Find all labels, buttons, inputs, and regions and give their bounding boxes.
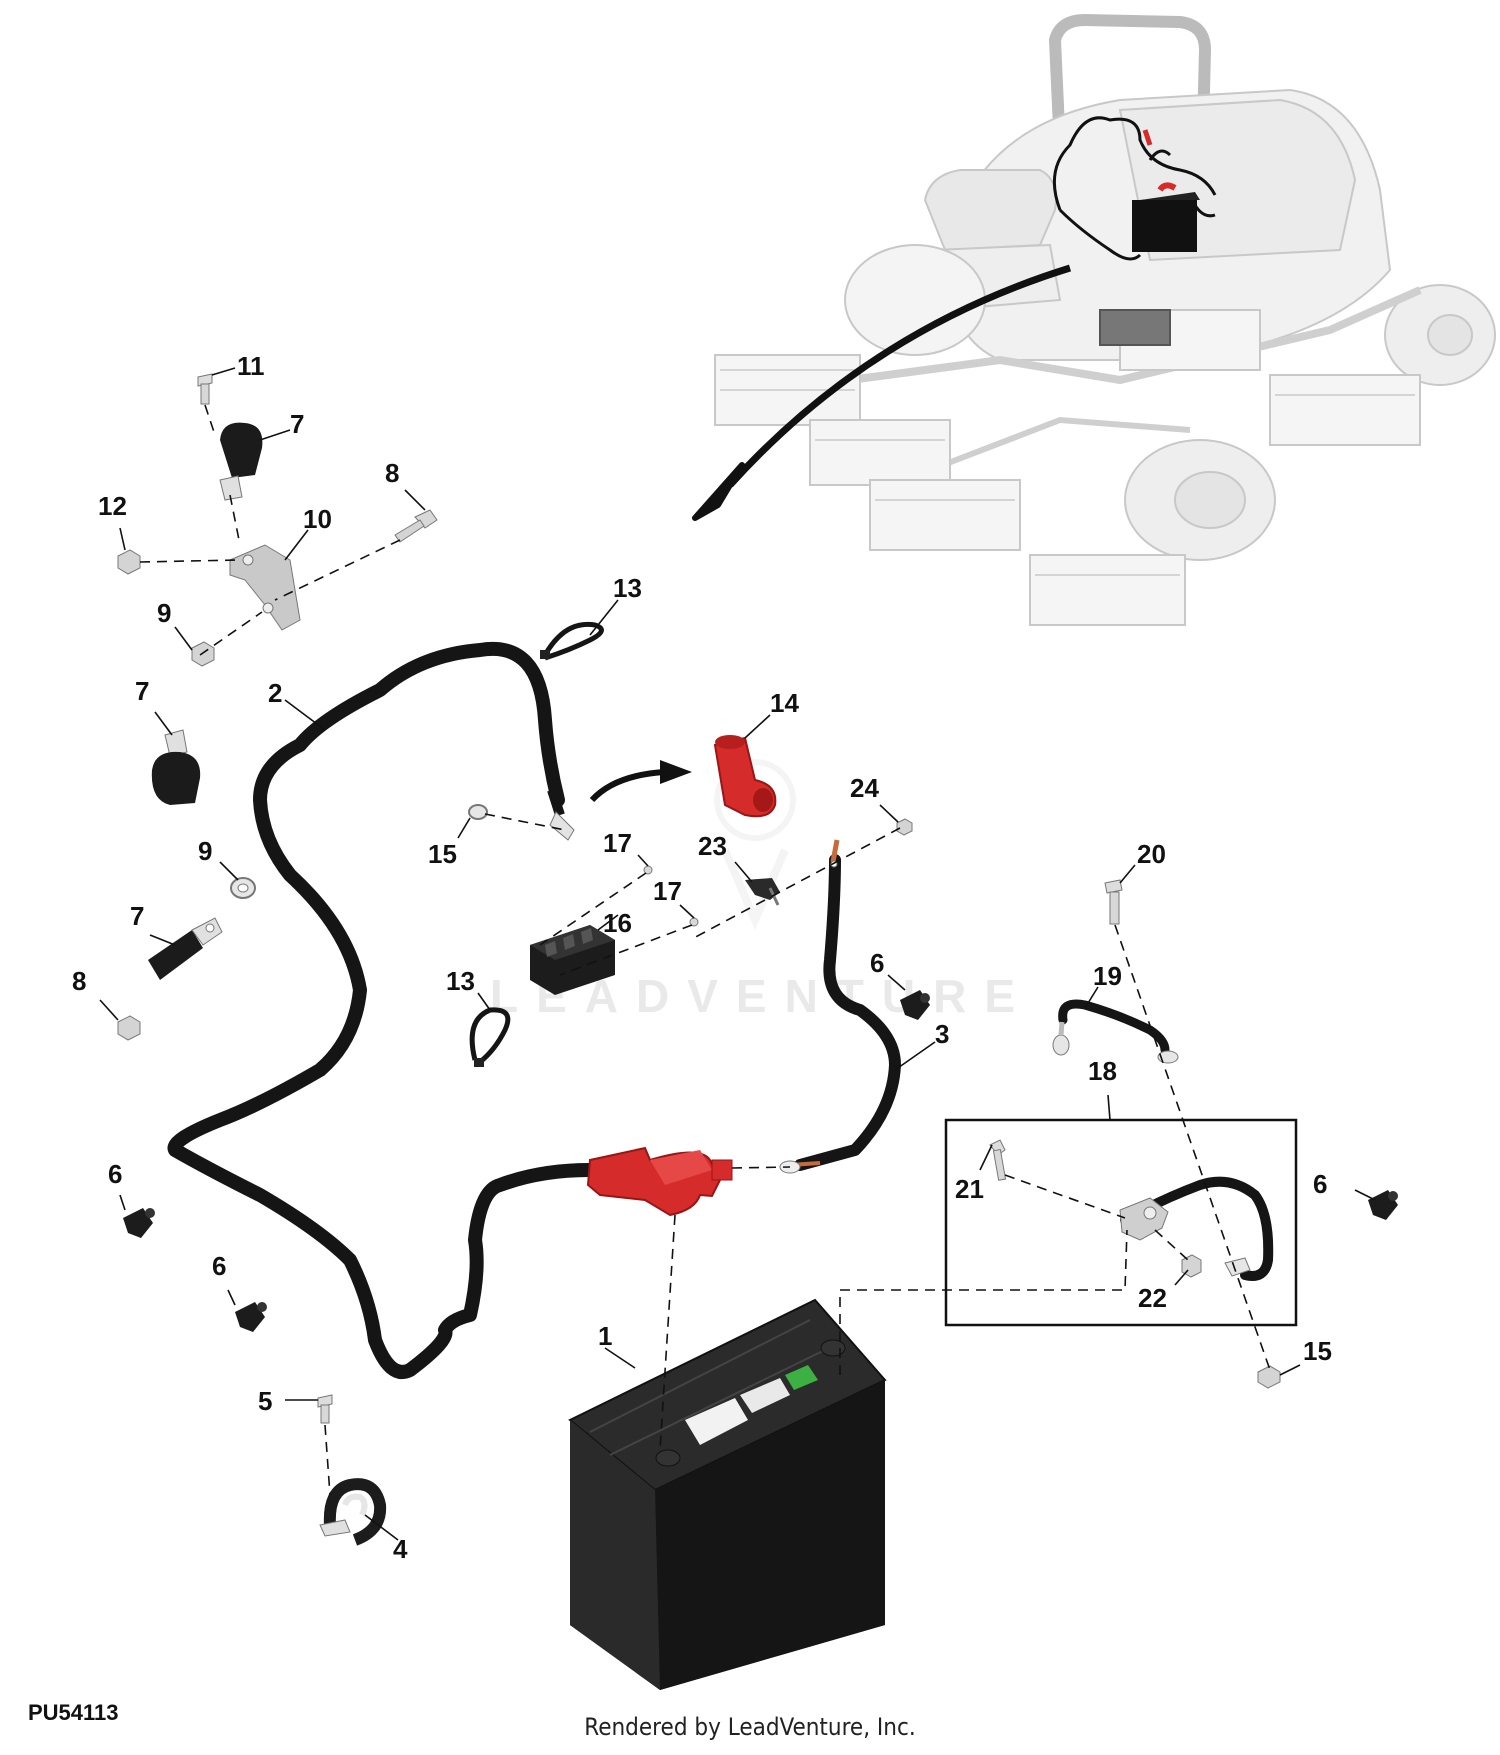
callout-22: 22 xyxy=(1138,1283,1167,1313)
callout-11: 11 xyxy=(237,351,265,381)
battery-part xyxy=(568,1298,887,1690)
clamp-7a-part xyxy=(219,422,263,501)
callout-24: 24 xyxy=(850,773,879,803)
callout-21: 21 xyxy=(955,1174,984,1204)
callout-17b: 17 xyxy=(653,876,682,906)
kit-18-frame xyxy=(944,1118,1298,1327)
negative-cable-part xyxy=(167,641,597,1379)
callout-8a: 8 xyxy=(385,458,399,488)
machine-overview xyxy=(714,13,1496,626)
callout-7c: 7 xyxy=(130,901,144,931)
washer-9b-part xyxy=(230,877,256,899)
bracket-10-part xyxy=(229,544,301,631)
terminal-boot-14-part xyxy=(713,735,777,818)
positive-cable-part xyxy=(586,839,901,1217)
render-credit: Rendered by LeadVenture, Inc. xyxy=(584,1713,916,1741)
washer-15a-part xyxy=(468,804,488,820)
callout-13a: 13 xyxy=(613,573,642,603)
install-arrow xyxy=(589,760,692,803)
location-arrow xyxy=(692,264,1072,521)
callout-20: 20 xyxy=(1137,839,1166,869)
tie-13a-part xyxy=(540,621,604,661)
callout-6d: 6 xyxy=(1313,1169,1327,1199)
bolt-5-part xyxy=(317,1394,333,1424)
callout-14: 14 xyxy=(770,688,799,718)
callout-9b: 9 xyxy=(198,836,212,866)
clip-6c-part xyxy=(235,1302,267,1332)
callout-8b: 8 xyxy=(72,966,86,996)
callout-5: 5 xyxy=(258,1386,272,1416)
callout-18: 18 xyxy=(1088,1056,1117,1086)
callout-6b: 6 xyxy=(108,1159,122,1189)
callout-7a: 7 xyxy=(290,409,304,439)
tie-13b-part xyxy=(469,1007,511,1067)
machine-harness-highlight xyxy=(1052,116,1217,261)
negative-clamp-kit-18 xyxy=(944,1118,1298,1327)
clamp-4-part xyxy=(319,1478,387,1546)
nut-12-part xyxy=(117,549,141,575)
nut-8b-part xyxy=(117,1015,141,1041)
callout-9a: 9 xyxy=(157,598,171,628)
callout-23: 23 xyxy=(698,831,727,861)
clip-6b-part xyxy=(123,1208,155,1238)
callout-15b: 15 xyxy=(1303,1336,1332,1366)
callout-1: 1 xyxy=(598,1321,612,1351)
fuse-block-16-part xyxy=(530,925,615,995)
callout-19: 19 xyxy=(1093,961,1122,991)
clamp-7b-part xyxy=(151,729,201,805)
callout-3: 3 xyxy=(935,1019,949,1049)
machine-battery-icon xyxy=(1132,200,1197,252)
bolt-20-part xyxy=(1104,879,1123,925)
callout-17a: 17 xyxy=(603,828,632,858)
ground-strap-19-part xyxy=(1052,999,1179,1064)
callout-2: 2 xyxy=(268,678,282,708)
bolt-11-part xyxy=(197,373,213,405)
callout-6a: 6 xyxy=(870,948,884,978)
callouts: 1 2 3 4 5 6 6 6 6 7 7 7 8 8 9 9 10 11 12… xyxy=(72,351,1376,1564)
bolt-8a-part xyxy=(394,509,438,543)
clamp-7c-part xyxy=(148,917,223,980)
callout-6c: 6 xyxy=(212,1251,226,1281)
callout-10: 10 xyxy=(303,504,332,534)
callout-4: 4 xyxy=(393,1534,408,1564)
watermark-logo xyxy=(714,759,796,931)
callout-15a: 15 xyxy=(428,839,457,869)
assembly-dash-lines xyxy=(139,404,1271,1496)
nut-15b-part xyxy=(1257,1365,1281,1389)
callout-13b: 13 xyxy=(446,966,475,996)
clip-6d-part xyxy=(1368,1190,1398,1220)
callout-12: 12 xyxy=(98,491,127,521)
nut-24-part xyxy=(896,818,913,836)
nut-9a-part xyxy=(191,641,215,667)
clip-6a-part xyxy=(900,990,930,1020)
battery-green-label xyxy=(785,1365,818,1390)
figure-id: PU54113 xyxy=(28,1700,119,1725)
callout-7b: 7 xyxy=(135,676,149,706)
bracket-23-part xyxy=(745,878,780,906)
callout-16: 16 xyxy=(603,908,632,938)
